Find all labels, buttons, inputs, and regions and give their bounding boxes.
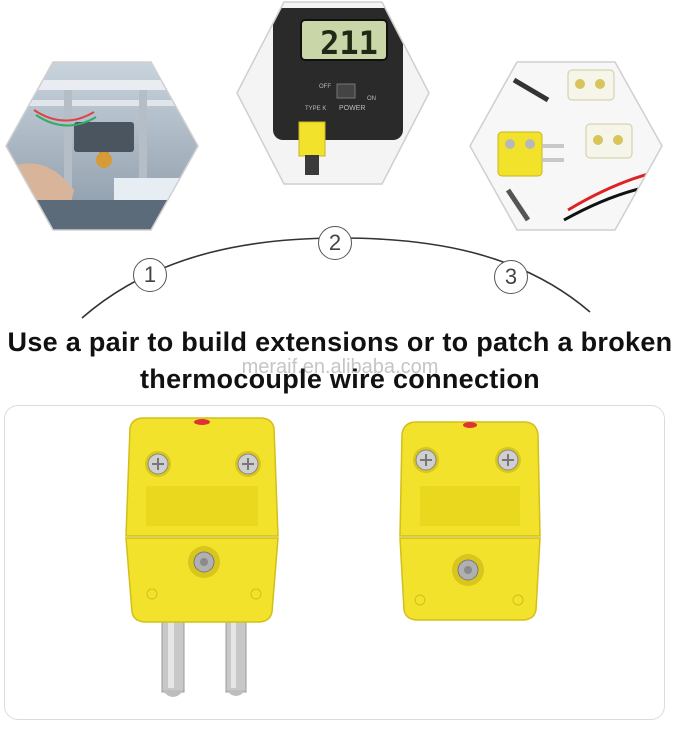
female-connector-image xyxy=(399,421,541,621)
hexagon-connectors-terminal-photo xyxy=(469,61,663,231)
step-number-1: 1 xyxy=(133,258,167,292)
step-number-3: 3 xyxy=(494,260,528,294)
steps-arc-line xyxy=(81,237,591,319)
meter-on-label: ON xyxy=(367,96,376,102)
step-number-2: 2 xyxy=(318,226,352,260)
meter-off-label: OFF xyxy=(319,84,331,90)
meter-power-label: POWER xyxy=(339,105,365,112)
watermark-text: meraif.en.alibaba.com xyxy=(241,356,439,378)
headline-line-2: thermocouple wire connection xyxy=(140,364,540,394)
meter-type-label: TYPE K xyxy=(305,106,326,112)
hexagon-thermometer-meter-photo: 211 OFF ON TYPE K POWER xyxy=(236,1,430,185)
meter-display-text: 211 xyxy=(320,24,378,62)
male-connector-image xyxy=(125,417,279,697)
headline-line-1: Use a pair to build extensions or to pat… xyxy=(7,327,673,357)
hexagon-3d-printer-photo xyxy=(5,61,199,231)
connectors-panel xyxy=(4,405,665,720)
